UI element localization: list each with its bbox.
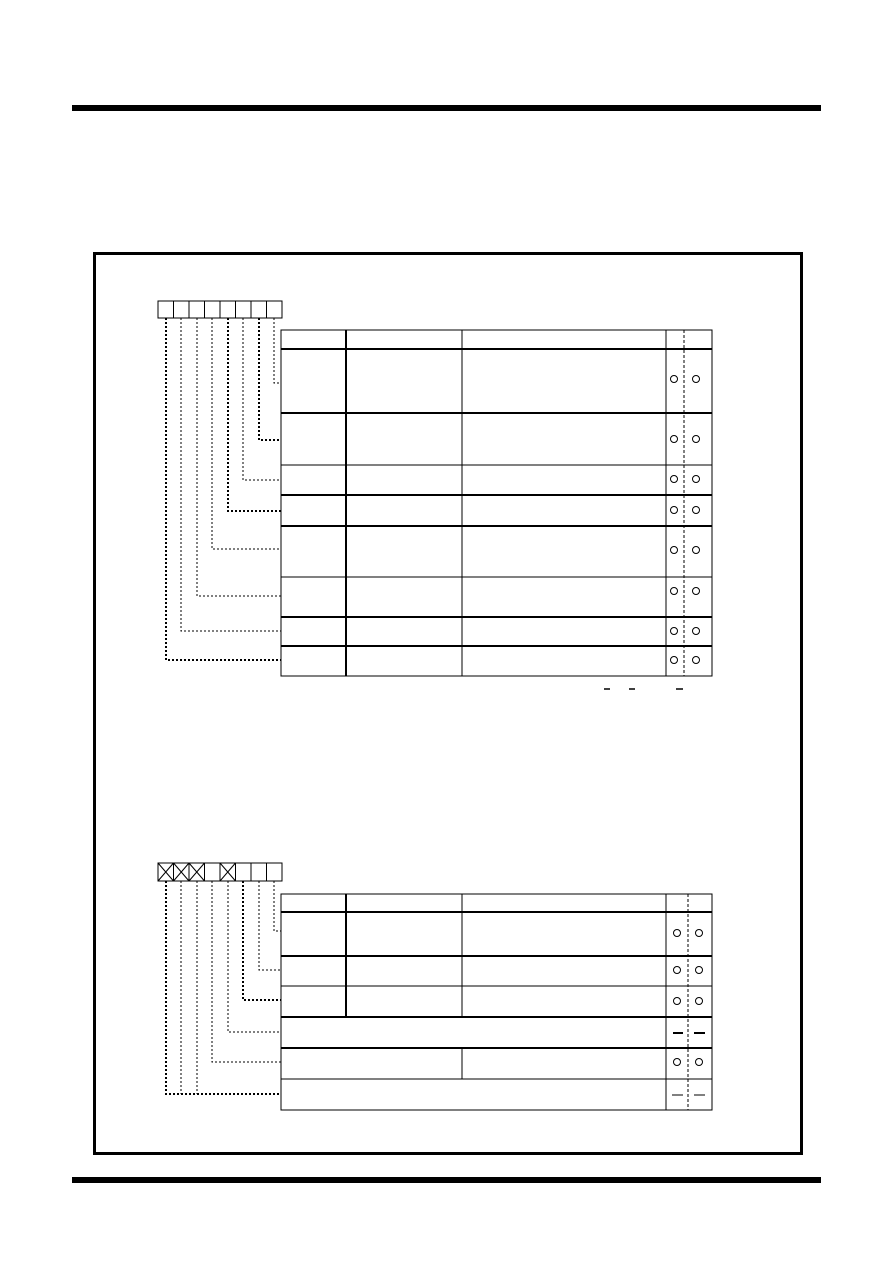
register-2-access-marks [672,929,705,1096]
leader-bit4 [211,318,281,550]
leader-bit1 [258,318,281,441]
circle-mark [692,375,700,383]
register-1-table [280,329,713,677]
register-2-leader-lines [165,881,281,1095]
circle-mark [692,656,700,664]
register-1-access-marks [670,375,700,664]
circle-mark [673,997,681,1005]
table-border [280,329,713,677]
circle-mark [673,1058,681,1066]
leader-bit5 [196,318,281,597]
circle-mark [670,506,678,514]
register-2-bit-boxes [157,862,283,882]
circle-mark [695,929,703,937]
footer-rule [72,1177,821,1183]
circle-mark [673,929,681,937]
circle-mark [670,587,678,595]
register-2 [157,862,713,1111]
circle-mark [670,627,678,635]
register-1 [157,300,713,690]
leader-bit1 [258,881,281,971]
leader-bit3 [227,318,281,512]
reserved-bit-5 [188,862,205,882]
circle-mark [670,435,678,443]
circle-mark [670,475,678,483]
circle-mark [670,375,678,383]
circle-mark [695,997,703,1005]
register-2-table [280,893,713,1111]
leader-bit4 [211,881,281,1063]
header-rule [72,105,821,111]
leader-bit6 [180,318,281,632]
circle-mark [670,546,678,554]
circle-mark [692,587,700,595]
leader-bit0 [273,318,281,384]
leader-bit2 [242,318,281,481]
reserved-bit-7 [157,862,174,882]
circle-mark [692,627,700,635]
circle-mark [692,435,700,443]
reserved-bit-3 [219,862,236,882]
circle-mark [673,966,681,974]
circle-mark [695,966,703,974]
leader-bit3 [227,881,281,1033]
circle-mark [692,506,700,514]
circle-mark [692,546,700,554]
circle-mark [670,656,678,664]
register-1-leader-lines [165,318,281,661]
leader-bits-7-5 [165,881,281,1095]
reserved-bit-6 [173,862,190,882]
circle-mark [695,1058,703,1066]
table-border [280,893,713,1111]
register-1-bit-boxes [157,300,283,319]
leader-bit0 [273,881,281,932]
leader-bit2 [242,881,281,1001]
circle-mark [692,475,700,483]
leader-bit7 [165,318,281,661]
figure-frame [93,252,803,1155]
